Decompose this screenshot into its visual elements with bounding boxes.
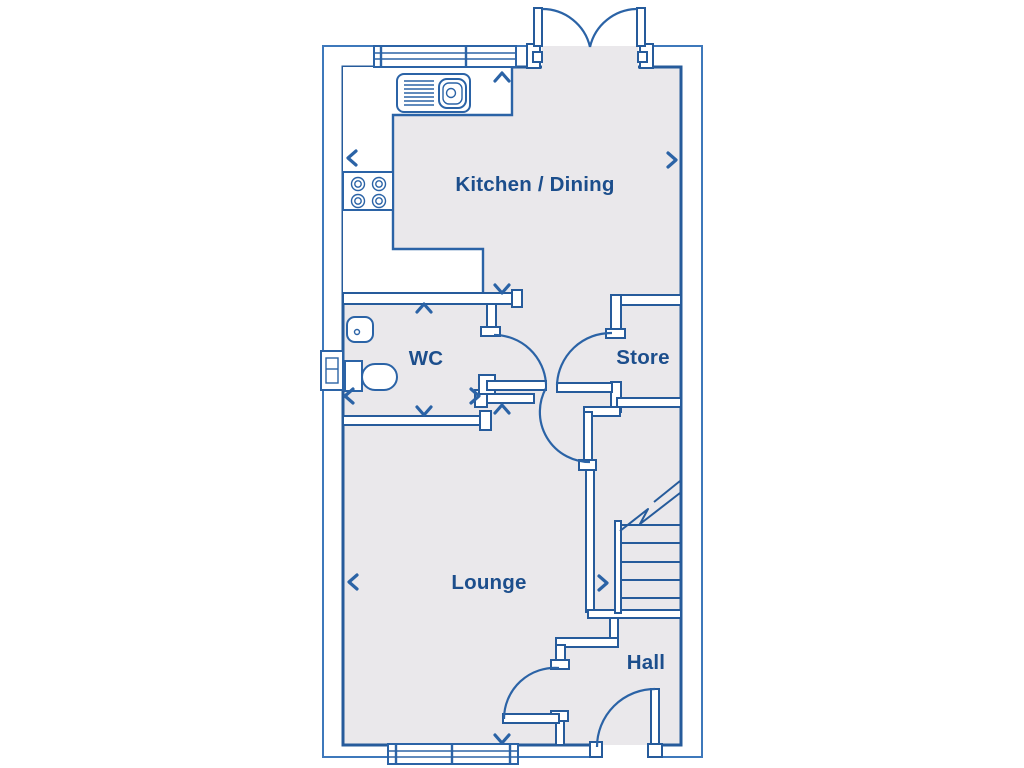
chevron-left-icon [346,149,358,167]
wall-segment [610,294,622,333]
wall-segment [342,415,490,426]
window-bottom [387,743,519,765]
chevron-up-icon [415,302,433,314]
chevron-down-icon [493,283,511,295]
door-jamb [589,741,603,758]
door-swing-arc [502,666,560,720]
counter-fill [343,67,512,293]
wall-segment [480,393,535,404]
wc-basin-icon [346,316,374,343]
door-leaf [650,688,660,748]
wall-segment [550,659,570,670]
wall-segment [587,609,682,619]
interior-walls [342,289,682,746]
wall-segment [511,289,523,308]
wall-segment [555,637,619,648]
door-leaf [556,382,613,393]
door-swing-arc [595,687,656,748]
door-leaf [502,713,560,724]
chevron-up-icon [493,71,511,83]
chevron-up-icon [493,403,511,415]
wall-outer-line [638,45,703,758]
wall-segment [614,520,622,614]
sink-icon [396,73,471,113]
chevron-left-icon [347,573,359,591]
door-stop [637,51,648,63]
stair-break-line [619,492,681,532]
chevron-right-icon [666,151,678,169]
meter-box [320,350,344,391]
chevron-down-icon [493,733,511,745]
room-label-kitchen-dining: Kitchen / Dining [455,173,614,196]
wall-segment [342,292,521,305]
room-labels: Kitchen / Dining WC Store Lounge Hall [409,173,670,674]
door-leaf [636,7,646,47]
stair-treads [620,524,680,599]
passage-door [538,387,591,464]
stair-break-line [653,480,681,503]
room-label-hall: Hall [627,651,665,674]
door-swing-arc [538,387,591,464]
hob-icon [342,171,394,211]
wall-segment [609,617,619,641]
door-hinge [647,743,663,758]
room-label-wc: WC [409,347,444,370]
room-label-store: Store [616,346,669,369]
door-leaf [533,7,543,47]
wall-segment [616,397,682,408]
store-door [555,331,613,393]
chevron-right-icon [597,574,609,592]
french-door-threshold [542,46,638,68]
wall-segment [480,326,501,337]
door-swing-arc [555,331,613,386]
chevrons [343,71,678,745]
wall-segment [486,303,497,330]
chevron-left-icon [343,387,355,405]
toilet-icon [344,360,398,392]
door-swing-arc [493,333,548,385]
door-leaf [486,380,547,391]
staircase [619,480,681,599]
room-label-lounge: Lounge [451,571,526,594]
chevron-down-icon [415,405,433,417]
front-door [589,687,663,758]
window-top [373,45,517,68]
wall-segment [479,410,492,431]
chevron-right-icon [469,387,481,405]
door-swing-arc [588,7,638,48]
wall-segment [583,411,593,463]
door-swing-arc [541,7,592,48]
wall-segment [585,469,595,613]
door-stop [532,51,543,63]
french-doors [526,7,654,69]
lounge-door [502,666,569,724]
wc-door [478,333,548,395]
